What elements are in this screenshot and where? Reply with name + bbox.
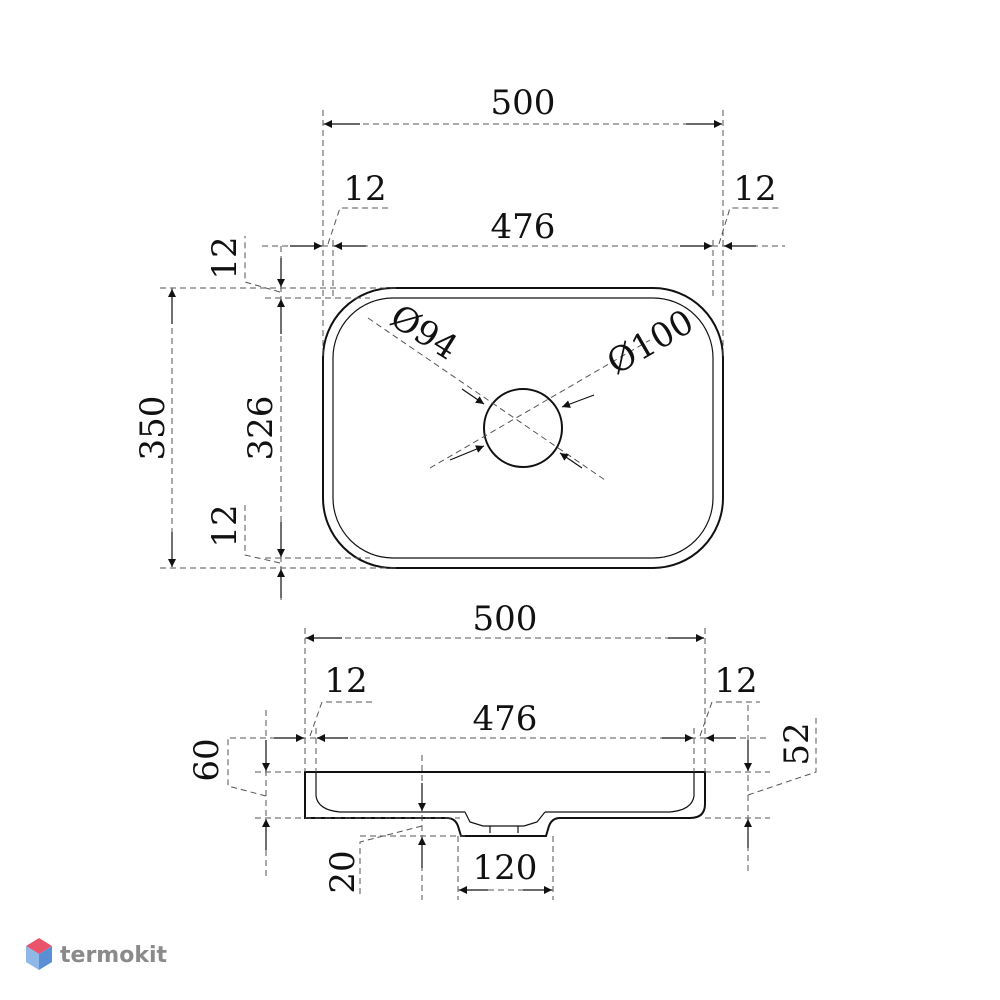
side-left-rim: 12 bbox=[324, 661, 367, 701]
plan-view: 500 476 12 12 350 326 12 12 bbox=[133, 83, 785, 600]
leader-inner-dia bbox=[367, 317, 606, 481]
plan-inner-width: 476 bbox=[491, 207, 556, 247]
leader-outer-dia bbox=[429, 339, 651, 469]
side-inner-height: 52 bbox=[777, 722, 817, 765]
plan-outer-corner-dia: Ø100 bbox=[600, 302, 700, 383]
side-view: 500 476 12 12 60 52 bbox=[187, 599, 817, 900]
brand-name: termokit bbox=[60, 942, 168, 968]
plan-top-rim: 12 bbox=[205, 236, 245, 279]
plan-right-rim: 12 bbox=[733, 169, 776, 209]
drain-hole bbox=[483, 388, 563, 468]
side-right-rim: 12 bbox=[714, 661, 757, 701]
brand-logo-icon bbox=[26, 938, 52, 970]
side-drain-height: 20 bbox=[323, 850, 363, 893]
plan-inner-depth: 326 bbox=[241, 396, 281, 461]
basin-inner-outline bbox=[332, 297, 714, 559]
plan-overall-depth: 350 bbox=[133, 396, 173, 461]
plan-overall-width: 500 bbox=[491, 83, 556, 123]
brand-logo: termokit bbox=[24, 936, 167, 974]
side-inner-width: 476 bbox=[473, 699, 538, 739]
plan-bottom-rim: 12 bbox=[205, 504, 245, 547]
side-drain-width: 120 bbox=[473, 848, 538, 888]
plan-left-rim: 12 bbox=[343, 169, 386, 209]
plan-inner-corner-dia: Ø94 bbox=[383, 297, 465, 369]
side-overall-width: 500 bbox=[473, 599, 538, 639]
basin-outer-outline bbox=[322, 287, 724, 569]
side-total-height: 60 bbox=[187, 738, 227, 781]
basin-side-profile bbox=[304, 771, 706, 837]
